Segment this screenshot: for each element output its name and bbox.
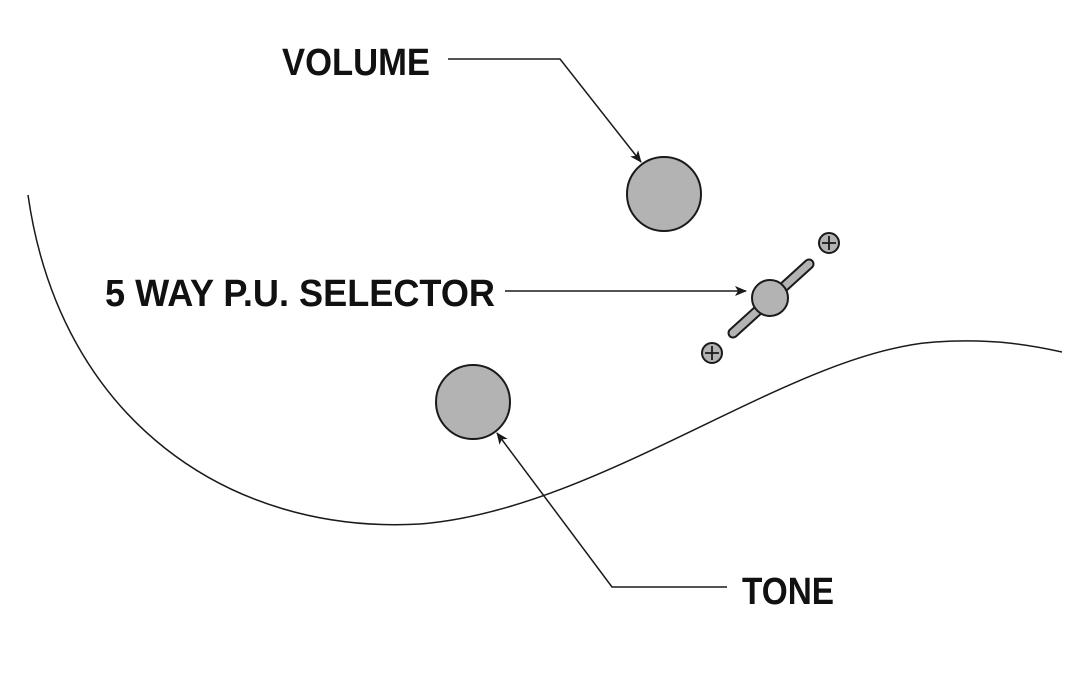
volume-knob[interactable] — [626, 156, 702, 232]
volume-label: VOLUME — [282, 42, 430, 84]
tone-knob[interactable] — [435, 364, 511, 440]
pickup-selector-switch[interactable] — [727, 258, 815, 339]
tone-leader-arrow — [496, 432, 727, 588]
guitar-body-outline — [27, 194, 1063, 526]
screw-icon — [701, 342, 723, 364]
selector-knob[interactable] — [751, 279, 789, 317]
selector-label: 5 WAY P.U. SELECTOR — [105, 273, 495, 315]
tone-label: TONE — [742, 571, 834, 613]
volume-leader-arrow — [448, 58, 642, 163]
screw-icon — [818, 232, 840, 254]
